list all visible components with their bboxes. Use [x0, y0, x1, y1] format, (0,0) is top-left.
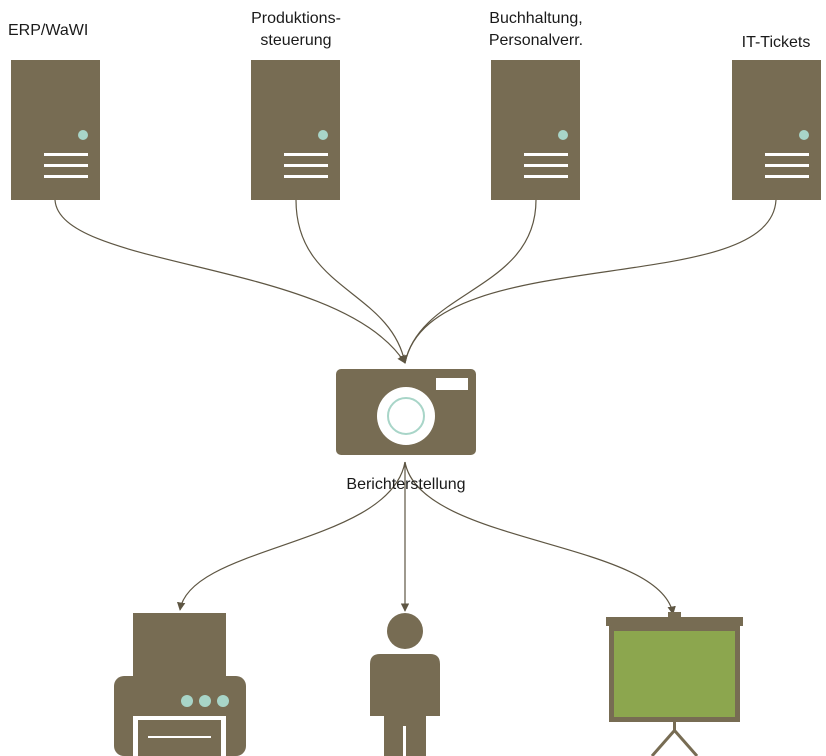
camera-icon — [336, 369, 476, 455]
label-buchhaltung: Buchhaltung, Personalverr. — [470, 8, 602, 52]
label-buchhaltung-line-2: Personalverr. — [488, 32, 584, 49]
connector-it — [404, 199, 777, 364]
label-it-line-1: IT-Tickets — [741, 34, 811, 51]
label-buchhaltung-line-1: Buchhaltung, — [489, 10, 583, 27]
server-it-icon — [732, 60, 821, 200]
label-it: IT-Tickets — [730, 32, 822, 54]
source-connectors — [54, 199, 777, 364]
output-connectors — [177, 461, 676, 615]
server-buchhaltung-icon — [491, 60, 580, 200]
label-erp: ERP/WaWI — [8, 20, 108, 42]
person-icon — [370, 613, 440, 756]
connector-screen — [404, 461, 676, 615]
label-produktion-line-2: steuerung — [260, 32, 332, 49]
hub-label: Berichterstellung — [346, 476, 466, 493]
connector-printer — [177, 461, 406, 611]
label-produktion-line-1: Produktions- — [251, 10, 341, 27]
label-produktion: Produktions- steuerung — [235, 8, 357, 52]
label-erp-line-1: ERP/WaWI — [8, 22, 89, 39]
connector-produktion — [295, 199, 408, 364]
connector-buchhaltung — [404, 199, 537, 364]
connector-erp — [54, 199, 406, 364]
printer-icon — [114, 613, 246, 756]
server-produktion-icon — [251, 60, 340, 200]
server-erp-icon — [11, 60, 100, 200]
projector-screen-icon — [606, 612, 743, 756]
